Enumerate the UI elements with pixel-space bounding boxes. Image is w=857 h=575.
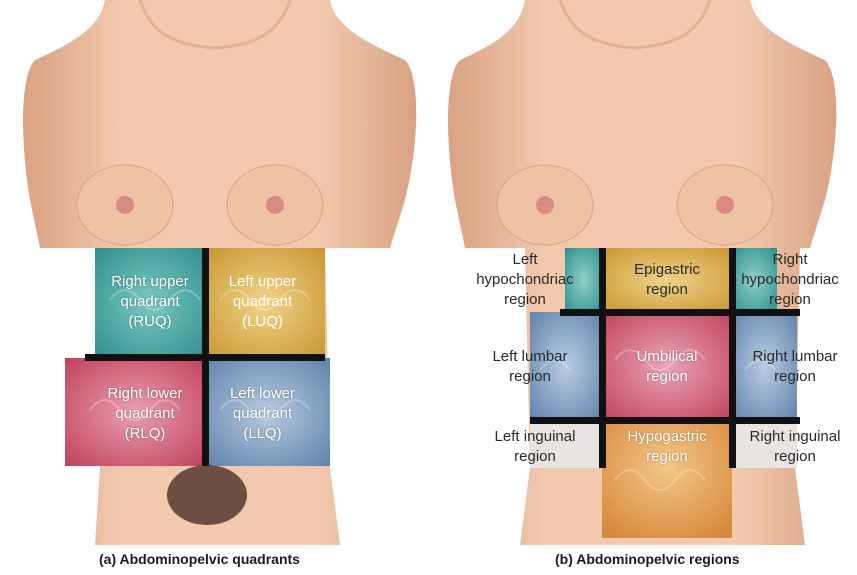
horizontal-divider-upper	[560, 309, 800, 316]
rlq-label: Right lower quadrant (RLQ)	[85, 384, 205, 444]
nipple-right	[116, 196, 134, 214]
nipple-right	[536, 196, 554, 214]
panel-quadrants: Right upper quadrant (RUQ) Left upper qu…	[0, 0, 440, 575]
right-hypochondriac-label: Right hypochondriac region	[725, 250, 855, 310]
horizontal-divider	[85, 354, 325, 361]
luq-label: Left upper quadrant (LUQ)	[205, 272, 320, 332]
left-hypochondriac-label: Left hypochondriac region	[460, 250, 590, 310]
ruq-label: Right upper quadrant (RUQ)	[95, 272, 205, 332]
caption-regions: (b) Abdominopelvic regions	[555, 551, 740, 567]
left-lumbar-label: Left lumbar region	[460, 347, 600, 387]
llq-label: Left lower quadrant (LLQ)	[205, 384, 320, 444]
hypogastric-label: Hypogastric region	[602, 427, 732, 467]
right-lumbar-label: Right lumbar region	[730, 347, 857, 387]
left-inguinal-label: Left inguinal region	[460, 427, 610, 467]
panel-regions: Left hypochondriac region Epigastric reg…	[430, 0, 857, 575]
umbilical-label: Umbilical region	[602, 347, 732, 387]
epigastric-label: Epigastric region	[602, 260, 732, 300]
caption-quadrants: (a) Abdominopelvic quadrants	[99, 551, 300, 567]
nipple-left	[716, 196, 734, 214]
nipple-left	[266, 196, 284, 214]
horizontal-divider-lower	[530, 417, 800, 424]
right-inguinal-label: Right inguinal region	[730, 427, 857, 467]
pubic-hair	[167, 465, 247, 525]
